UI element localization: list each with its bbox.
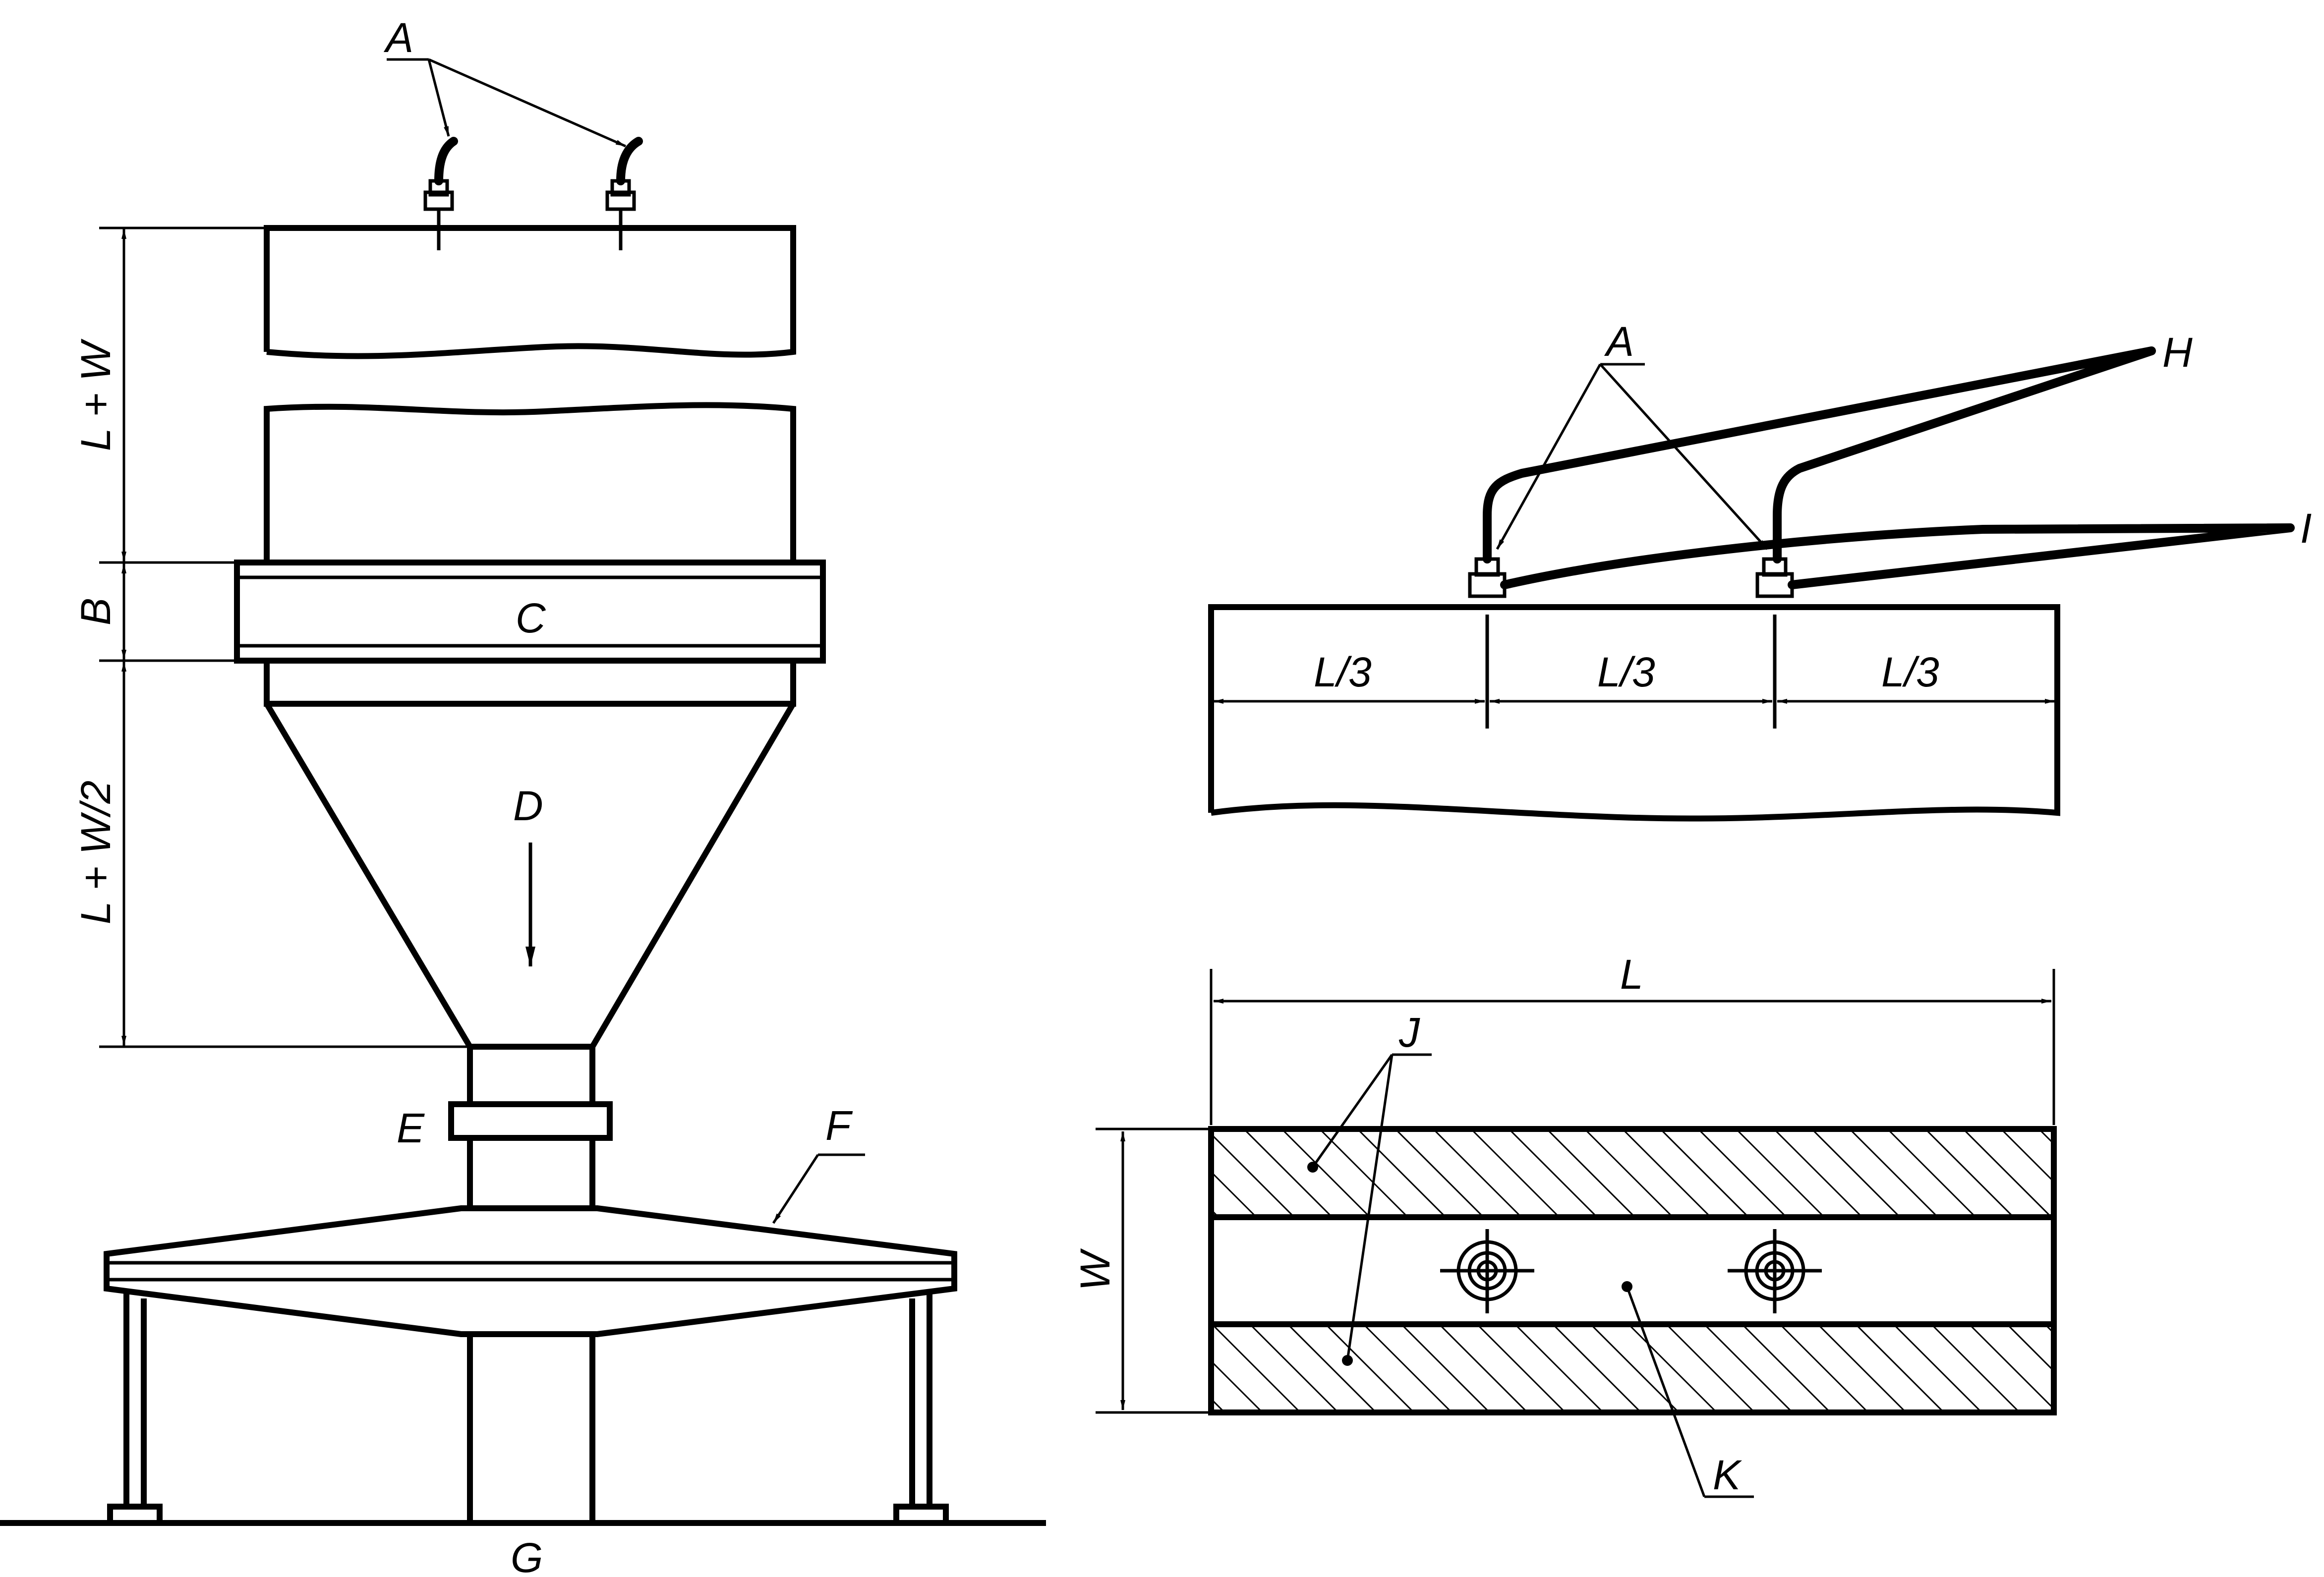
left-leg [107, 1294, 163, 1526]
spreader-f [104, 1205, 957, 1337]
label-a-left: A [383, 14, 413, 61]
dim-l-plus-w: L + W [72, 338, 119, 451]
label-d: D [513, 783, 543, 829]
dim-third-1: L/3 [1314, 649, 1372, 695]
label-h: H [2162, 329, 2193, 376]
label-k: K [1713, 1452, 1743, 1498]
plan-outline [1208, 1126, 2057, 1415]
dim-l-plus-w-half: L + W/2 [72, 781, 119, 924]
label-a-right: A [1604, 318, 1634, 365]
right-plan-view: L W J [1072, 951, 2057, 1498]
left-elevation-view: A C D E F [0, 14, 1046, 1577]
hatched-strip-top [1211, 1129, 2054, 1217]
dim-third-3: L/3 [1881, 649, 1939, 695]
upper-chamber-lower-part [264, 402, 796, 563]
upper-chamber-top-part [264, 225, 796, 359]
hopper [264, 661, 796, 707]
band-c [234, 560, 826, 664]
thermocouple-target-right [1728, 1229, 1822, 1313]
dim-b: B [72, 598, 119, 625]
hatched-strip-bottom [1211, 1324, 2054, 1412]
cable-h [1483, 346, 2156, 563]
cable-i [1500, 523, 2295, 589]
right-leg [893, 1294, 949, 1526]
label-j: J [1398, 1009, 1420, 1056]
dim-width: W [1072, 1248, 1118, 1291]
right-side-section: H I A L/3 L/3 L/3 [1208, 318, 2312, 822]
dim-third-2: L/3 [1597, 649, 1655, 695]
top-connector-left [423, 137, 458, 250]
neck [467, 1047, 595, 1104]
specimen-side [1208, 604, 2060, 822]
top-connector-right [605, 137, 643, 250]
label-e: E [397, 1105, 425, 1151]
coupling-e [448, 1101, 613, 1141]
height-dimensions: L + W B L + W/2 [72, 226, 470, 1048]
central-column [467, 1334, 595, 1523]
label-f: F [825, 1102, 853, 1149]
label-c: C [516, 595, 546, 641]
dim-length: L [1620, 951, 1643, 998]
thermocouple-target-left [1440, 1229, 1534, 1313]
label-i: I [2300, 505, 2312, 552]
label-g: G [511, 1534, 543, 1577]
